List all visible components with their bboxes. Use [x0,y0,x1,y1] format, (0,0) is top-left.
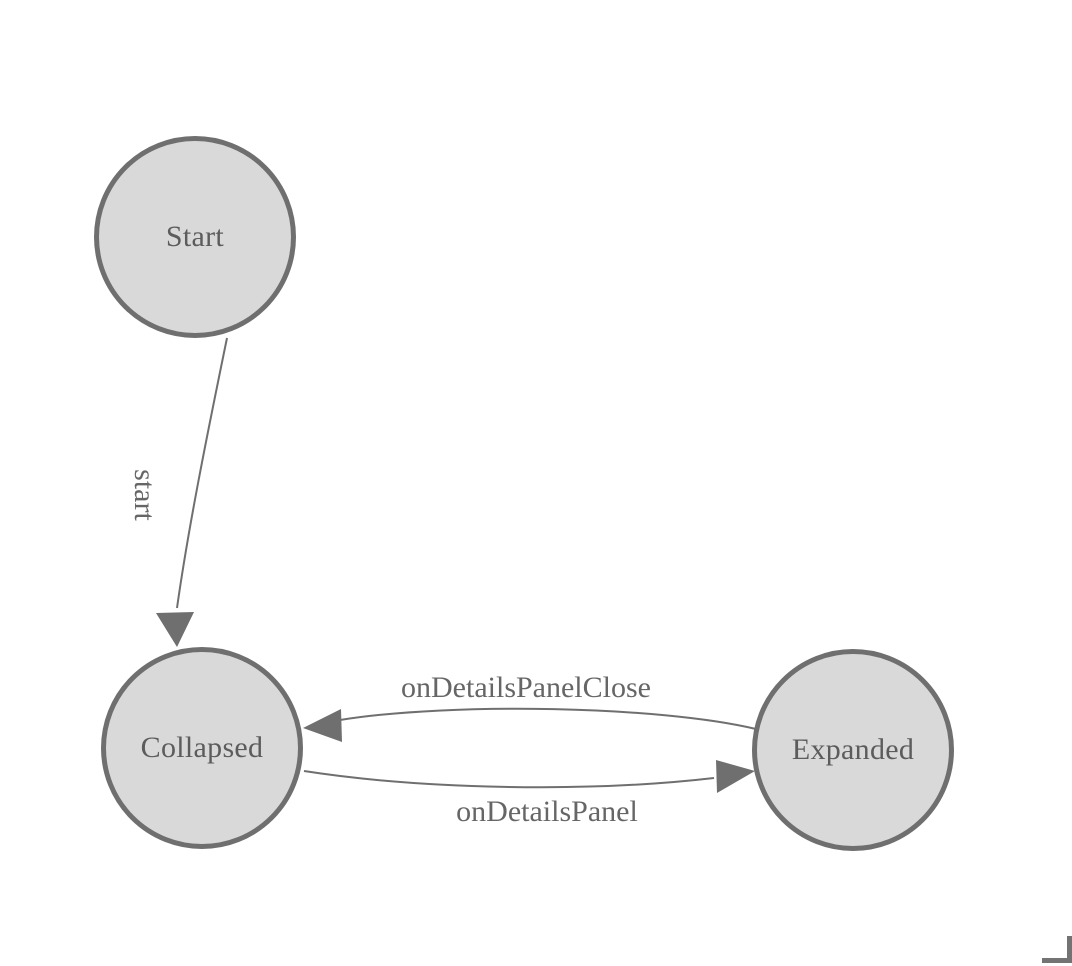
arrowhead-into-expanded-left [716,760,755,793]
edge-label-ondetailspanel: onDetailsPanel [456,795,638,828]
state-node-collapsed: Collapsed [101,647,303,849]
edge-collapsed-to-expanded [303,770,715,789]
canvas-corner-border [1042,936,1072,963]
arrowhead-into-collapsed-right [303,709,342,742]
state-node-expanded: Expanded [752,649,954,851]
edge-expanded-to-collapsed [339,707,757,730]
edge-start-to-collapsed [176,337,228,609]
edge-label-ondetailspanelclose: onDetailsPanelClose [401,671,651,704]
state-node-start: Start [94,136,296,338]
state-node-start-label: Start [165,220,225,253]
state-node-collapsed-label: Collapsed [140,731,264,764]
edge-label-start: start [128,469,161,521]
arrowhead-into-collapsed-top [156,612,194,647]
state-node-expanded-label: Expanded [791,733,915,766]
